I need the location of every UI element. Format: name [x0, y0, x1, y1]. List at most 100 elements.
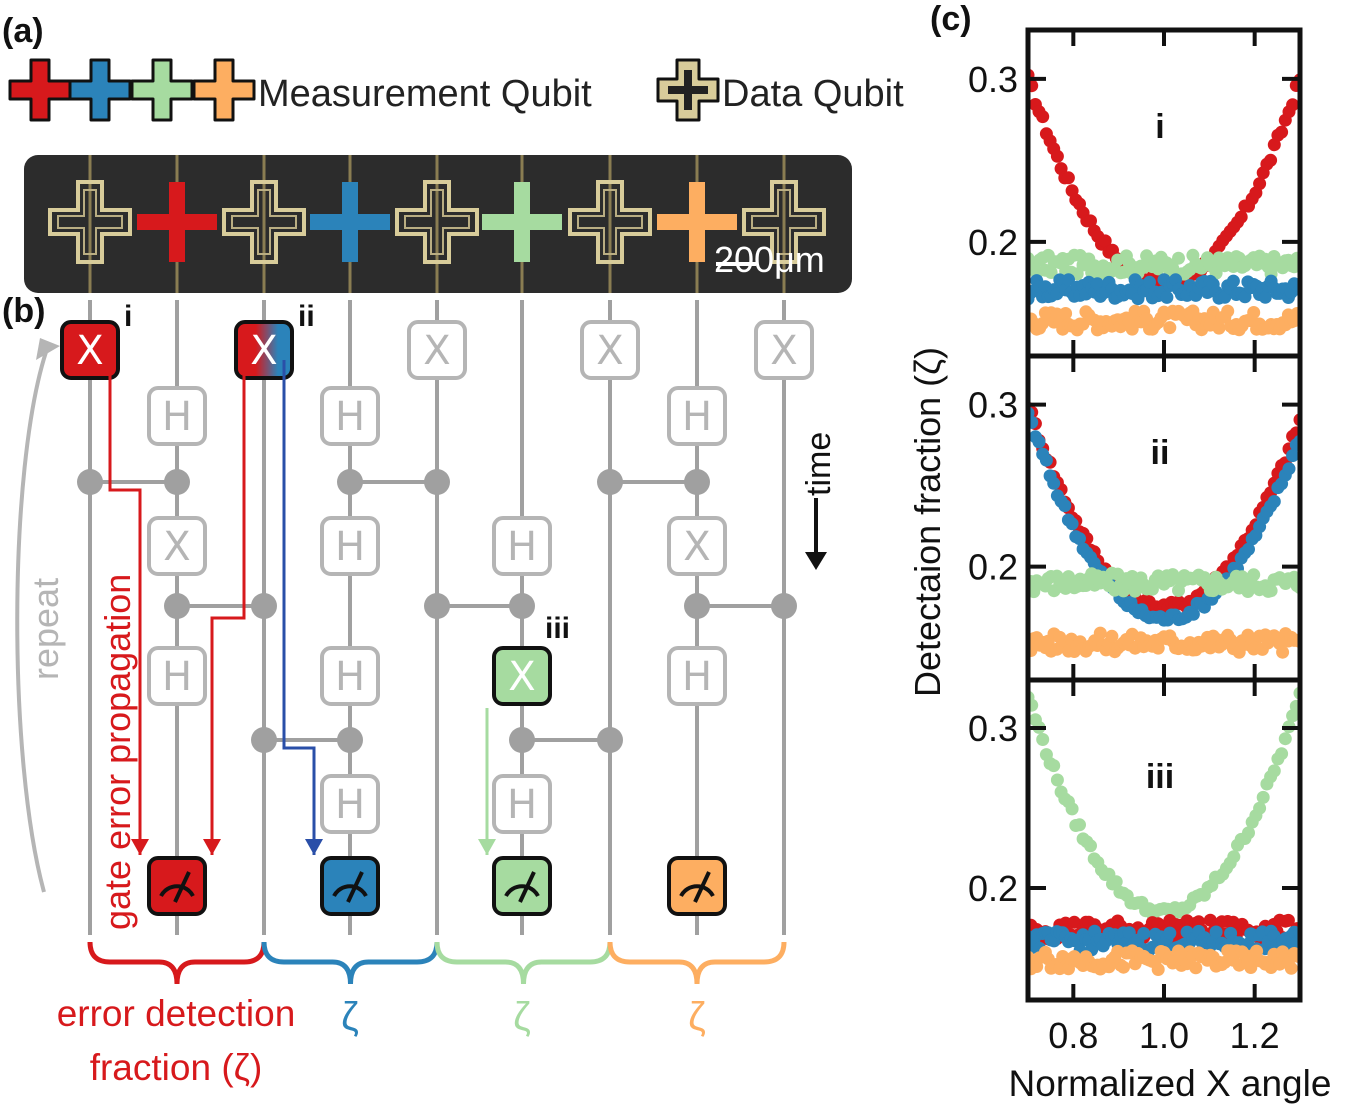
- point-blue: [1267, 495, 1281, 508]
- point-orange: [1163, 321, 1177, 335]
- meter-icon-needle: [693, 871, 711, 903]
- propagation-arrow-red-ii: [210, 360, 246, 855]
- marker-i: i: [124, 300, 132, 333]
- cz-dot: [164, 469, 190, 495]
- meter-icon-arc: [504, 884, 540, 898]
- point-red: [1203, 913, 1217, 927]
- point-green: [1267, 764, 1281, 778]
- cz-dot: [509, 727, 535, 753]
- point-green: [1278, 732, 1292, 746]
- cz-dot: [424, 469, 450, 495]
- point-red: [1264, 153, 1278, 167]
- xtick-label: 0.8: [1048, 1015, 1098, 1056]
- panel-label-a: (a): [2, 12, 44, 50]
- point-red: [1286, 98, 1300, 112]
- ytick-label: 0.2: [968, 868, 1018, 909]
- propagation-arrow-blue-head: [305, 839, 323, 855]
- point-blue: [1058, 499, 1072, 513]
- gate-h-box: [320, 516, 380, 576]
- point-blue: [1122, 926, 1136, 940]
- repeat-arrow: repeat: [15, 338, 66, 893]
- gate-h-box: [320, 774, 380, 834]
- point-red: [1253, 177, 1267, 191]
- cz-dot: [684, 593, 710, 619]
- gate-x-label: X: [508, 654, 535, 700]
- gate-h-label: H: [682, 394, 712, 440]
- point-green: [1065, 802, 1079, 816]
- point-orange: [1151, 963, 1165, 976]
- cz-dot: [684, 469, 710, 495]
- gate-h-label: H: [682, 654, 712, 700]
- chip-measure-qubit-blue: [310, 182, 390, 262]
- time-arrow: time: [800, 432, 838, 570]
- plot-xlabel: Normalized X angle: [1009, 1063, 1332, 1104]
- point-blue: [1028, 415, 1039, 429]
- point-green: [1047, 759, 1061, 773]
- plot-ylabel: Detectaion fraction (ζ): [907, 347, 948, 697]
- legend-data-label: Data Qubit: [722, 73, 904, 115]
- point-red: [1281, 913, 1295, 927]
- cz-dot: [424, 593, 450, 619]
- cz-dot: [337, 469, 363, 495]
- gate-h-label: H: [162, 394, 192, 440]
- propagation-arrow-green-head: [478, 839, 496, 855]
- scale-bar-label: 200μm: [714, 239, 825, 280]
- panel-label-c: (c): [930, 0, 972, 38]
- chip-data-qubit: [568, 180, 652, 264]
- gate-h-label: H: [335, 394, 365, 440]
- chip-measure-qubit-green: [482, 182, 562, 262]
- point-green: [1227, 850, 1241, 864]
- chip-data-qubit-inner: [57, 189, 123, 255]
- point-green: [1242, 826, 1255, 840]
- subplot-label-iii: iii: [1146, 758, 1174, 796]
- gate-h-box: [320, 646, 380, 706]
- chip-data-qubit: [395, 180, 479, 264]
- point-blue: [1143, 275, 1156, 289]
- point-green: [1050, 773, 1064, 787]
- point-green: [1256, 790, 1270, 804]
- ytick-label: 0.3: [968, 708, 1018, 749]
- point-green: [1084, 839, 1097, 853]
- propagation-arrow-red-ii-head: [203, 839, 221, 855]
- point-red: [1084, 214, 1097, 228]
- gate-x-label: X: [250, 328, 277, 374]
- detection-label-line1: error detection: [57, 993, 296, 1034]
- chip-data-qubit-inner: [404, 189, 470, 255]
- point-red: [1275, 125, 1289, 139]
- propagation-arrow-red-i-head: [131, 839, 149, 855]
- chip-data-qubit: [742, 180, 826, 264]
- point-orange: [1093, 626, 1107, 640]
- gate-h-box: [667, 646, 727, 706]
- gate-h-label: H: [162, 654, 192, 700]
- point-orange: [1062, 962, 1075, 976]
- xtick-label: 1.2: [1230, 1015, 1280, 1056]
- point-orange: [1059, 307, 1073, 320]
- cz-dot: [597, 727, 623, 753]
- meter-icon-needle: [346, 871, 364, 903]
- gate-h-box: [320, 386, 380, 446]
- zeta-green: ζ: [513, 995, 531, 1039]
- point-red: [1098, 234, 1112, 248]
- chip-measure-qubit-orange: [657, 182, 737, 262]
- point-blue: [1186, 607, 1200, 621]
- subplot-ii: 0.30.2ii: [968, 353, 1303, 683]
- point-blue: [1032, 435, 1046, 449]
- brace-red: [87, 941, 267, 985]
- chip-measure-qubit-red: [137, 182, 217, 262]
- subplot-points: [1028, 686, 1300, 976]
- gate-h-label: H: [335, 524, 365, 570]
- point-blue: [1242, 542, 1255, 556]
- subplot-points: [1028, 401, 1300, 659]
- point-orange: [1247, 306, 1261, 319]
- legend-measurement-label: Measurement Qubit: [258, 73, 592, 115]
- gate-x-box: [234, 320, 294, 380]
- cz-dot: [77, 469, 103, 495]
- subplot-label-i: i: [1155, 108, 1164, 146]
- legend: Measurement Qubit Data Qubit: [8, 58, 904, 122]
- ytick-label: 0.3: [968, 59, 1018, 100]
- point-red: [1028, 79, 1039, 93]
- brace-blue: [261, 941, 440, 985]
